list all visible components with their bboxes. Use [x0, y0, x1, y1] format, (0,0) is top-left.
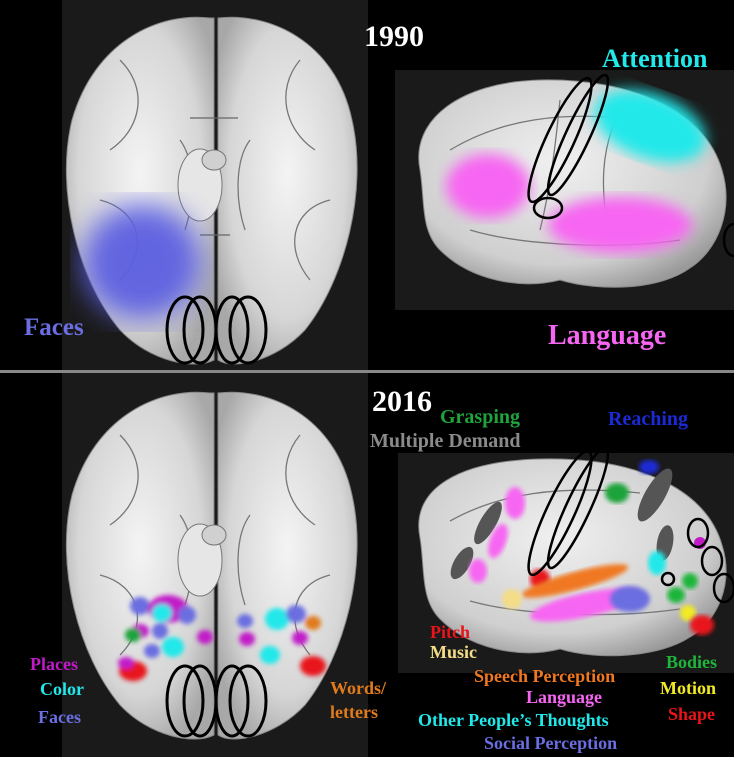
label-pitch: Pitch	[430, 623, 470, 641]
label-shape: Shape	[668, 705, 715, 723]
label-language-2016: Language	[526, 688, 602, 706]
label-music: Music	[430, 643, 477, 661]
year-label-1990: 1990	[364, 22, 424, 52]
label-other-peoples-thoughts: Other People’s Thoughts	[418, 711, 609, 729]
label-language-1990: Language	[548, 322, 666, 350]
year-label-2016: 2016	[372, 387, 432, 417]
language-region-frontal	[446, 154, 530, 218]
ventral-brain-1990	[66, 17, 357, 364]
panel-2016: 2016 Grasping Reaching Multiple Demand P…	[0, 373, 734, 757]
panel-1990: 1990 Attention Faces Language	[0, 0, 734, 370]
panel-2016-canvas	[0, 373, 734, 757]
label-words-line1: Words/	[330, 679, 386, 697]
label-color: Color	[40, 680, 84, 698]
label-motion: Motion	[660, 679, 716, 697]
label-speech-perception: Speech Perception	[474, 667, 615, 685]
ventral-brain-2016	[66, 392, 357, 739]
label-words-line2: letters	[330, 703, 378, 721]
label-social-perception: Social Perception	[484, 734, 617, 752]
label-multiple-demand: Multiple Demand	[370, 431, 521, 451]
label-faces-1990: Faces	[24, 315, 84, 340]
label-bodies: Bodies	[666, 653, 717, 671]
label-places: Places	[30, 655, 78, 673]
faces-region-1990	[82, 204, 202, 320]
label-faces-2016: Faces	[38, 708, 81, 726]
label-attention: Attention	[602, 46, 707, 72]
label-grasping: Grasping	[440, 407, 520, 427]
language-region-temporal	[548, 197, 692, 253]
label-reaching: Reaching	[608, 409, 688, 429]
